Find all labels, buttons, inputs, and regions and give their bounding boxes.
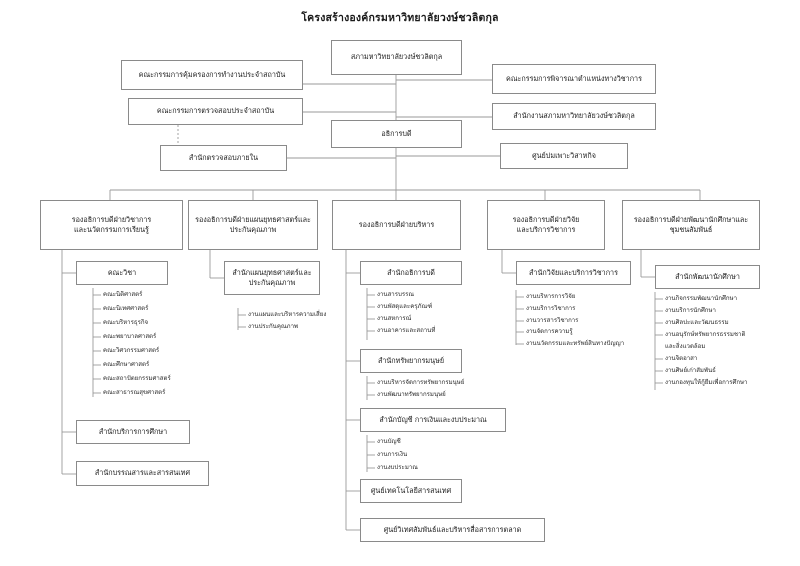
- node-it-center[interactable]: ศูนย์เทคโนโลยีสารสนเทศ: [360, 479, 462, 503]
- list-item-student-task[interactable]: งานกิจกรรมพัฒนานักศึกษา: [665, 295, 738, 302]
- node-education-service-office[interactable]: สำนักบริการการศึกษา: [76, 420, 190, 444]
- node-international-marketing-center[interactable]: ศูนย์วิเทศสัมพันธ์และบริหารสื่อสารการตลา…: [360, 518, 545, 542]
- node-label-line1: รองอธิการบดีฝ่ายวิชาการ: [71, 214, 152, 224]
- list-item-student-task[interactable]: งานกองทุนให้กู้ยืมเพื่อการศึกษา: [665, 379, 748, 386]
- node-label: สำนักบัญชี การเงินและงบประมาณ: [379, 414, 487, 424]
- node-finance-budget-office[interactable]: สำนักบัญชี การเงินและงบประมาณ: [360, 408, 506, 432]
- node-vp-strategy-qa[interactable]: รองอธิการบดีฝ่ายแผนยุทธศาสตร์และ ประกันค…: [188, 200, 318, 250]
- node-label: คณะกรรมการคุ้มครองการทำงานประจำสถาบัน: [138, 69, 286, 79]
- list-item-faculty[interactable]: คณะศึกษาศาสตร์: [103, 361, 150, 368]
- node-research-academic-service-office[interactable]: สำนักวิจัยและบริการวิชาการ: [516, 261, 631, 285]
- list-item-faculty[interactable]: คณะนิติศาสตร์: [103, 291, 143, 298]
- node-label-line2: ชุมชนสัมพันธ์: [669, 225, 713, 234]
- node-label-line2: และนวัตกรรมการเรียนรู้: [74, 225, 149, 234]
- node-label: คณะวิชา: [107, 267, 137, 277]
- list-item-president-office-task[interactable]: งานอาคารและสถานที่: [377, 327, 436, 334]
- list-item-faculty[interactable]: คณะนิเทศศาสตร์: [103, 305, 149, 312]
- node-vp-academic[interactable]: รองอธิการบดีฝ่ายวิชาการ และนวัตกรรมการเร…: [40, 200, 183, 250]
- node-label-line1: สำนักแผนยุทธศาสตร์และ: [232, 267, 312, 277]
- node-vp-research[interactable]: รองอธิการบดีฝ่ายวิจัย และบริการวิชาการ: [487, 200, 605, 250]
- list-item-faculty[interactable]: คณะพยาบาลศาสตร์: [103, 333, 157, 340]
- node-committee-audit[interactable]: คณะกรรมการตรวจสอบประจำสถาบัน: [128, 98, 303, 125]
- list-item-research-task[interactable]: งานจัดการความรู้: [526, 328, 573, 335]
- list-item-research-task[interactable]: งานบริหารการวิจัย: [526, 293, 576, 300]
- node-president[interactable]: อธิการบดี: [331, 120, 462, 148]
- node-label-line2: ประกันคุณภาพ: [229, 225, 277, 234]
- list-item-president-office-task[interactable]: งานสหการณ์: [377, 315, 412, 322]
- node-label: คณะกรรมการพิจารณาตำแหน่งทางวิชาการ: [506, 73, 642, 83]
- list-item-student-task[interactable]: งานอนุรักษ์ทรัพยากรธรรมชาติ: [665, 331, 746, 338]
- list-item-faculty[interactable]: คณะสถาปัตยกรรมศาสตร์: [103, 375, 171, 382]
- node-faculties[interactable]: คณะวิชา: [76, 261, 168, 285]
- list-item-student-task[interactable]: งานศิลปะและวัฒนธรรม: [665, 319, 729, 326]
- list-item-finance-task[interactable]: งานการเงิน: [377, 451, 408, 458]
- node-label: สำนักบรรณสารและสารสนเทศ: [94, 468, 191, 478]
- node-label: ศูนย์วิเทศสัมพันธ์และบริหารสื่อสารการตลา…: [383, 524, 522, 534]
- node-internal-audit-office[interactable]: สำนักตรวจสอบภายใน: [160, 145, 287, 171]
- node-committee-work-protection[interactable]: คณะกรรมการคุ้มครองการทำงานประจำสถาบัน: [121, 60, 303, 90]
- node-library-information-office[interactable]: สำนักบรรณสารและสารสนเทศ: [76, 461, 209, 486]
- page-title: โครงสร้างองค์กรมหาวิทยาลัยวงษ์ชวลิตกุล: [301, 12, 499, 24]
- node-label: รองอธิการบดีฝ่ายบริหาร: [358, 219, 435, 229]
- list-item-finance-task[interactable]: งานบัญชี: [377, 438, 401, 445]
- node-label: สำนักพัฒนานักศึกษา: [675, 271, 740, 281]
- list-item-student-task-cont: และสิ่งแวดล้อม: [665, 343, 706, 350]
- node-label-line1: รองอธิการบดีฝ่ายแผนยุทธศาสตร์และ: [195, 214, 311, 224]
- node-label-line2: ประกันคุณภาพ: [248, 278, 296, 287]
- node-label: ศูนย์เทคโนโลยีสารสนเทศ: [370, 485, 452, 495]
- node-label: สำนักตรวจสอบภายใน: [188, 152, 259, 162]
- node-label: คณะกรรมการตรวจสอบประจำสถาบัน: [156, 106, 275, 116]
- node-label-line2: และบริการวิชาการ: [516, 225, 576, 234]
- node-university-council[interactable]: สภามหาวิทยาลัยวงษ์ชวลิตกุล: [331, 40, 462, 75]
- node-label-line1: รองอธิการบดีฝ่ายพัฒนานักศึกษาและ: [633, 214, 749, 224]
- list-item-research-task[interactable]: งานนวัตกรรมและทรัพย์สินทางปัญญา: [526, 340, 625, 347]
- list-item-faculty[interactable]: คณะสาธารณสุขศาสตร์: [103, 389, 166, 396]
- list-item-faculty[interactable]: คณะบริหารธุรกิจ: [103, 319, 149, 326]
- node-council-office[interactable]: สำนักงานสภามหาวิทยาลัยวงษ์ชวลิตกุล: [492, 103, 656, 130]
- node-label: สำนักทรัพยากรมนุษย์: [377, 355, 445, 365]
- node-label: สำนักวิจัยและบริการวิชาการ: [529, 267, 618, 277]
- node-strategy-qa-office[interactable]: สำนักแผนยุทธศาสตร์และ ประกันคุณภาพ: [224, 261, 320, 295]
- node-president-office[interactable]: สำนักอธิการบดี: [360, 261, 462, 285]
- list-item-student-task[interactable]: งานจิตอาสา: [665, 355, 698, 362]
- node-business-incubation-center[interactable]: ศูนย์บ่มเพาะวิสาหกิจ: [500, 143, 628, 169]
- node-label: สำนักบริการการศึกษา: [98, 426, 168, 436]
- list-item-finance-task[interactable]: งานงบประมาณ: [377, 464, 418, 471]
- node-vp-administration[interactable]: รองอธิการบดีฝ่ายบริหาร: [332, 200, 461, 250]
- list-item-research-task[interactable]: งานบริการวิชาการ: [526, 305, 576, 312]
- node-vp-student-development[interactable]: รองอธิการบดีฝ่ายพัฒนานักศึกษาและ ชุมชนสั…: [622, 200, 760, 250]
- node-student-development-office[interactable]: สำนักพัฒนานักศึกษา: [655, 265, 760, 289]
- node-label: ศูนย์บ่มเพาะวิสาหกิจ: [532, 150, 596, 160]
- list-item-student-task[interactable]: งานบริการนักศึกษา: [665, 307, 716, 314]
- node-label: สำนักงานสภามหาวิทยาลัยวงษ์ชวลิตกุล: [513, 111, 635, 121]
- node-label: อธิการบดี: [381, 128, 412, 138]
- list-item-strategy-task[interactable]: งานประกันคุณภาพ: [248, 323, 299, 330]
- node-label: สภามหาวิทยาลัยวงษ์ชวลิตกุล: [350, 52, 443, 62]
- node-label: สำนักอธิการบดี: [387, 267, 435, 277]
- list-item-hr-task[interactable]: งานบริหารจัดการทรัพยากรมนุษย์: [377, 379, 465, 386]
- list-item-research-task[interactable]: งานวารสารวิชาการ: [526, 317, 579, 324]
- node-hr-office[interactable]: สำนักทรัพยากรมนุษย์: [360, 349, 462, 373]
- list-item-president-office-task[interactable]: งานพัสดุและครุภัณฑ์: [377, 303, 433, 310]
- node-label-line1: รองอธิการบดีฝ่ายวิจัย: [512, 214, 580, 224]
- list-item-student-task[interactable]: งานศิษย์เก่าสัมพันธ์: [665, 367, 716, 374]
- list-item-faculty[interactable]: คณะวิศวกรรมศาสตร์: [103, 347, 160, 354]
- list-item-strategy-task[interactable]: งานแผนและบริหารความเสี่ยง: [248, 311, 327, 318]
- list-item-hr-task[interactable]: งานพัฒนาทรัพยากรมนุษย์: [377, 391, 446, 398]
- node-committee-academic-position[interactable]: คณะกรรมการพิจารณาตำแหน่งทางวิชาการ: [492, 64, 656, 94]
- list-item-president-office-task[interactable]: งานสารบรรณ: [377, 291, 415, 298]
